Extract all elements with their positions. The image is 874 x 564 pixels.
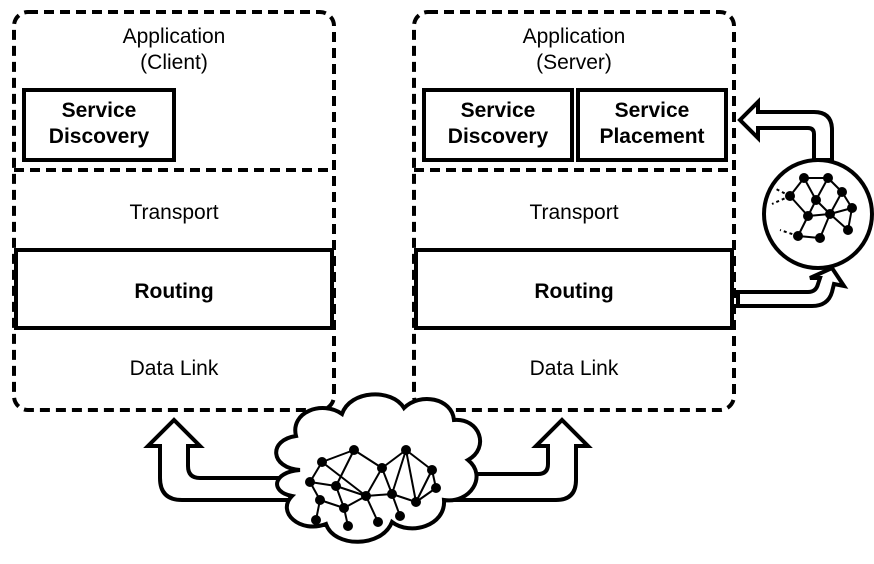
server-service-discovery-label-1: Service bbox=[460, 99, 536, 122]
server-routing-label: Routing bbox=[534, 280, 614, 303]
server-service-placement-label-2: Placement bbox=[599, 125, 705, 148]
client-service-discovery-label-1: Service bbox=[61, 99, 137, 122]
server-data-link-label: Data Link bbox=[529, 357, 619, 380]
client-application-role: (Client) bbox=[140, 51, 208, 74]
server-application-role: (Server) bbox=[536, 51, 612, 74]
server-stack-frame bbox=[412, 10, 736, 412]
client-service-discovery-label-2: Discovery bbox=[48, 125, 150, 148]
arrow-curved-icon bbox=[736, 265, 849, 308]
server-service-placement-box bbox=[576, 88, 728, 162]
network-graph-circle-icon bbox=[762, 158, 874, 270]
server-service-placement-label-1: Service bbox=[614, 99, 690, 122]
client-application-label: Application bbox=[122, 25, 226, 48]
server-application-label: Application bbox=[522, 25, 626, 48]
client-uplink-arrow bbox=[162, 420, 290, 494]
client-transport-label: Transport bbox=[129, 201, 219, 224]
circle-network-graph bbox=[771, 173, 857, 243]
client-routing-label: Routing bbox=[134, 280, 214, 303]
client-arrow-outline bbox=[143, 417, 290, 502]
cloud-network-graph bbox=[305, 445, 441, 531]
server-service-discovery-box bbox=[422, 88, 574, 162]
client-service-discovery-box bbox=[22, 88, 176, 162]
client-stack-frame bbox=[12, 10, 336, 412]
server-arrow-shape bbox=[440, 417, 593, 502]
server-service-discovery-label-2: Discovery bbox=[447, 125, 549, 148]
client-data-link-label: Data Link bbox=[129, 357, 219, 380]
placement-feed-arrow bbox=[737, 97, 834, 162]
server-transport-label: Transport bbox=[529, 201, 619, 224]
